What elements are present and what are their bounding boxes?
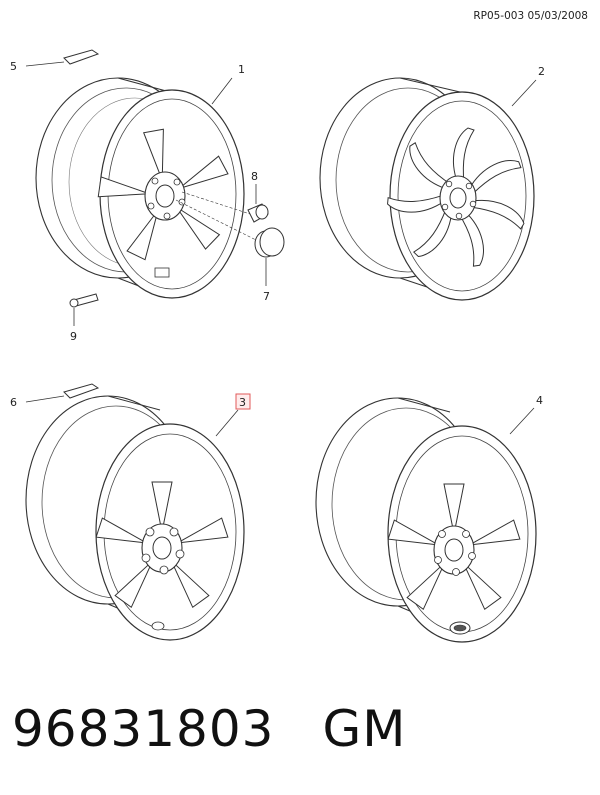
balance-weight-5 bbox=[25, 49, 100, 67]
callout-9: 9 bbox=[70, 330, 77, 343]
callout-2: 2 bbox=[538, 65, 545, 78]
wheel-3 bbox=[25, 395, 245, 641]
callout-4: 4 bbox=[536, 394, 543, 407]
part-number: 96831803 bbox=[12, 700, 275, 758]
wheel-nut-8 bbox=[181, 184, 269, 223]
tire-valve-9 bbox=[69, 293, 99, 326]
balance-weight-6 bbox=[25, 383, 100, 403]
part-number-footer: 96831803 GM bbox=[12, 700, 406, 758]
wheel-2 bbox=[319, 77, 535, 301]
callout-5: 5 bbox=[10, 60, 17, 73]
wheel-4 bbox=[315, 397, 537, 643]
callout-8: 8 bbox=[251, 170, 258, 183]
center-cap-7 bbox=[175, 199, 285, 286]
wheel-1 bbox=[35, 77, 245, 299]
callout-1: 1 bbox=[238, 63, 245, 76]
callout-3-highlight bbox=[235, 393, 251, 410]
callout-7: 7 bbox=[263, 290, 270, 303]
brand-emblem-icon bbox=[449, 621, 471, 635]
drawing-reference-code: RP05-003 05/03/2008 bbox=[473, 10, 588, 22]
exploded-parts-diagram: 1 2 3 4 5 6 7 8 9 bbox=[10, 49, 545, 643]
callout-3: 3 bbox=[239, 396, 246, 409]
brand-name: GM bbox=[322, 700, 407, 758]
callout-6: 6 bbox=[10, 396, 17, 409]
